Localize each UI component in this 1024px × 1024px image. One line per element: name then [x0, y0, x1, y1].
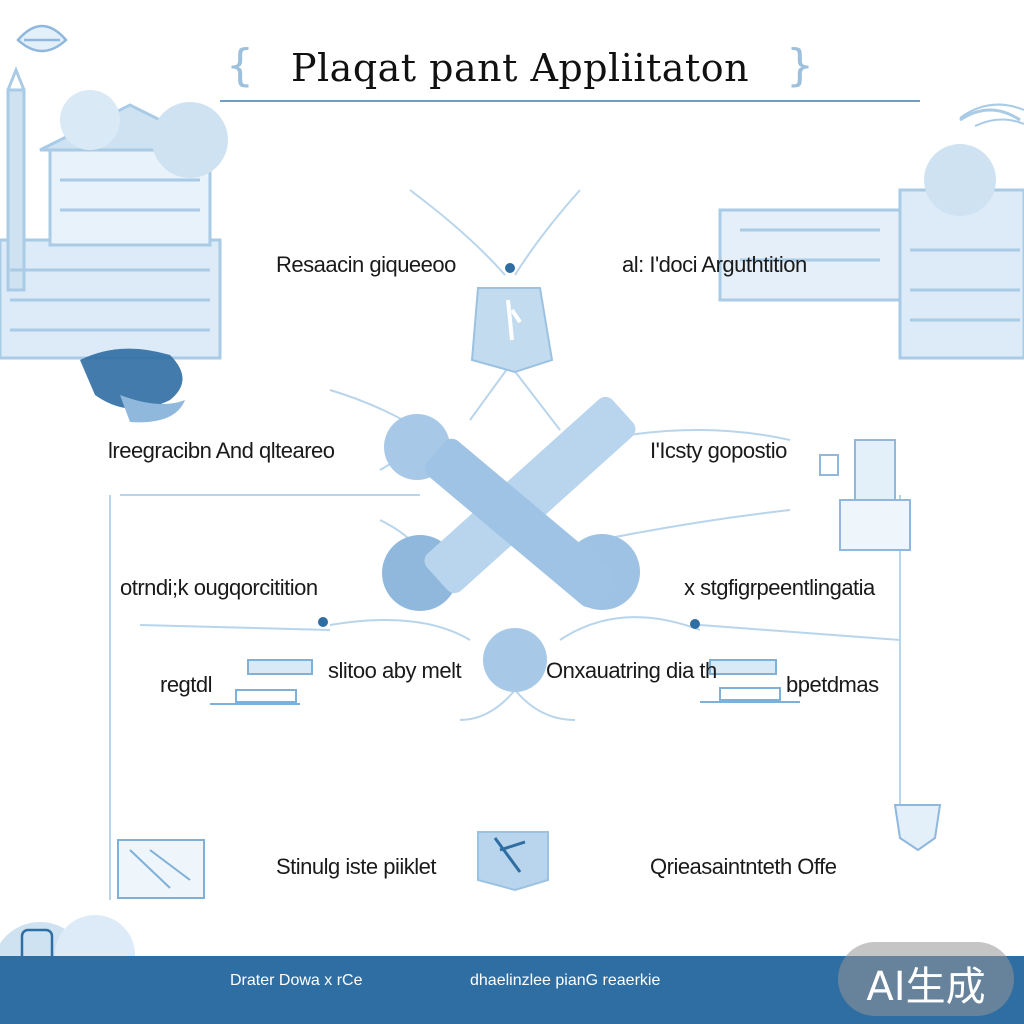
- sketch-icon-bottom-left: [117, 839, 205, 899]
- ai-generated-watermark: AI生成: [838, 942, 1014, 1016]
- corner-icon-top-right: [959, 103, 1024, 127]
- label-bottom-right: Qrieasaintnteth Offe: [650, 854, 837, 879]
- label-row4-far-right: bpetdmas: [786, 672, 879, 697]
- central-network-graphic: [382, 287, 640, 692]
- label-row4-left: slitoo aby melt: [328, 658, 462, 683]
- label-top-right: al: I'doci Arguthtition: [622, 252, 807, 277]
- label-bottom-left: Stinulg iste piiklet: [276, 854, 436, 879]
- cross-bar-b: [425, 438, 615, 608]
- label-row4-right: Onxauatring dia th: [546, 658, 717, 683]
- label-top-left: Resaacin giqueeoo: [276, 252, 456, 277]
- node-bottom: [483, 628, 547, 692]
- cross-bar-a: [424, 396, 636, 594]
- footer-text-2: dhaelinzlee pianG reaerkie: [470, 972, 661, 989]
- building-illustration-right: [718, 108, 1024, 360]
- machine-illustration-right: [819, 439, 911, 551]
- map-illustration-left: [80, 348, 185, 423]
- connector-lines: [109, 189, 901, 900]
- building-illustration-left: [0, 65, 228, 360]
- title-bracket-right: }: [786, 40, 814, 91]
- corner-icon-top-left: [16, 24, 68, 53]
- equipment-row-left: [210, 659, 313, 705]
- title-rule: [220, 100, 920, 102]
- label-row4-far-left: regtdl: [160, 672, 213, 697]
- label-row3-right: x stgfigrpeentlingatia: [684, 575, 875, 600]
- label-mid-left: lreegracibn And qlteareo: [108, 438, 335, 463]
- title-bracket-left: {: [226, 40, 254, 91]
- watermark-text: AI生成: [866, 964, 986, 1010]
- connector-dots: [318, 263, 700, 629]
- equipment-row-right: [700, 659, 800, 703]
- title-block: { Plaqat pant Appliitaton }: [220, 28, 920, 106]
- bottom-shield-icon: [477, 831, 549, 892]
- footer-text-1: Drater Dowa x rCe: [230, 972, 363, 989]
- shield-icon-right: [893, 804, 942, 852]
- page-title: Plaqat pant Appliitaton: [290, 46, 750, 90]
- label-row3-left: otrndi;k ougqorcitition: [120, 575, 318, 600]
- label-mid-right: I'Icsty gopostio: [650, 438, 787, 463]
